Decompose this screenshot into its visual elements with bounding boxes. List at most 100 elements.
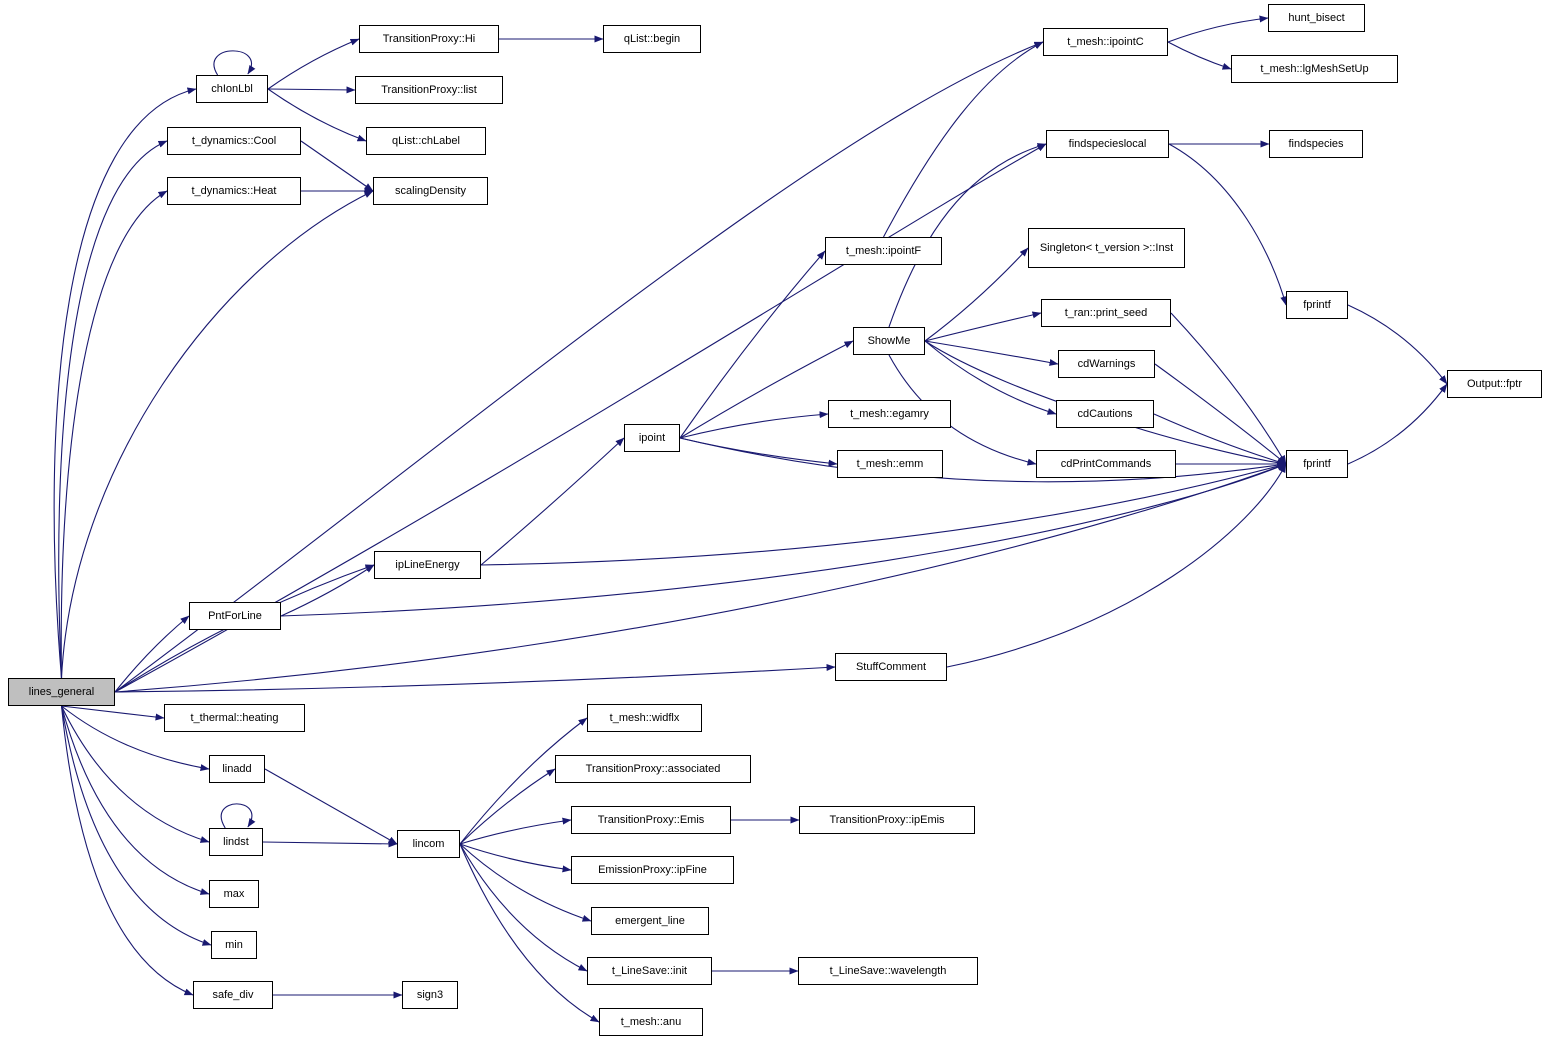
node-egamry[interactable]: t_mesh::egamry <box>828 400 951 428</box>
edge-findspecieslocal--fprintf1 <box>1168 143 1288 306</box>
node-min[interactable]: min <box>211 931 257 959</box>
edge-lincom--ep_ipfine <box>459 843 572 873</box>
edge-ipointc--hunt_bisect <box>1167 15 1269 43</box>
node-dyn_cool[interactable]: t_dynamics::Cool <box>167 127 301 155</box>
edge-chionlbl--tp_hi <box>267 38 360 90</box>
edge-fprintf1--output_fptr <box>1347 304 1448 385</box>
edge-showme--print_seed <box>924 311 1042 342</box>
edge-lines_general--max <box>60 705 210 895</box>
node-findspecieslocal[interactable]: findspecieslocal <box>1046 130 1169 158</box>
node-lgmeshsetup[interactable]: t_mesh::lgMeshSetUp <box>1231 55 1398 83</box>
node-tp_associated[interactable]: TransitionProxy::associated <box>555 755 751 783</box>
node-max[interactable]: max <box>209 880 259 908</box>
edge-lincom--anu <box>459 843 600 1023</box>
node-widflx[interactable]: t_mesh::widflx <box>587 704 702 732</box>
node-pntforline[interactable]: PntForLine <box>189 602 281 630</box>
node-linesave_init[interactable]: t_LineSave::init <box>587 957 712 985</box>
node-tp_emis[interactable]: TransitionProxy::Emis <box>571 806 731 834</box>
edge-pntforline--iplineenergy <box>280 564 375 617</box>
edge-lincom--tp_emis <box>459 817 572 845</box>
edge-group <box>53 15 1448 1023</box>
node-emergent_line[interactable]: emergent_line <box>591 907 709 935</box>
edge-lines_general--chionlbl <box>53 87 197 679</box>
node-findspecies[interactable]: findspecies <box>1269 130 1363 158</box>
edge-showme--cdcautions <box>924 340 1057 415</box>
edge-fprintf2--output_fptr <box>1347 383 1448 465</box>
node-inst[interactable]: Singleton< t_version >::Inst <box>1028 228 1185 268</box>
edge-showme--findspecieslocal <box>888 143 1047 328</box>
edge-pntforline--fprintf2 <box>280 463 1287 617</box>
edge-lincom--linesave_init <box>459 843 588 972</box>
edge-lines_general--dyn_heat <box>60 190 168 679</box>
edge-cdwarnings--fprintf2 <box>1154 363 1287 465</box>
edge-lines_general--findspecieslocal <box>114 143 1047 693</box>
node-ep_ipfine[interactable]: EmissionProxy::ipFine <box>571 856 734 884</box>
edge-ipoint--ipointf <box>679 250 826 439</box>
node-print_seed[interactable]: t_ran::print_seed <box>1041 299 1171 327</box>
node-stuffcomment[interactable]: StuffComment <box>835 653 947 681</box>
edge-ipoint--fprintf2 <box>679 437 1287 483</box>
node-dyn_heat[interactable]: t_dynamics::Heat <box>167 177 301 205</box>
node-linesave_wavelength[interactable]: t_LineSave::wavelength <box>798 957 978 985</box>
node-fprintf1[interactable]: fprintf <box>1286 291 1348 319</box>
node-showme[interactable]: ShowMe <box>853 327 925 355</box>
node-linadd[interactable]: linadd <box>209 755 265 783</box>
edge-lines_general--safe_div <box>60 705 194 996</box>
edge-showme--inst <box>924 247 1029 342</box>
node-tp_list[interactable]: TransitionProxy::list <box>355 76 503 104</box>
edge-lincom--tp_associated <box>459 768 556 845</box>
node-emm[interactable]: t_mesh::emm <box>837 450 943 478</box>
node-tp_ipemis[interactable]: TransitionProxy::ipEmis <box>799 806 975 834</box>
edge-lines_general--stuffcomment <box>114 663 836 693</box>
edge-linadd--lincom <box>264 768 398 845</box>
edge-chionlbl--tp_list <box>267 86 356 94</box>
node-output_fptr[interactable]: Output::fptr <box>1447 370 1542 398</box>
node-safe_div[interactable]: safe_div <box>193 981 273 1009</box>
node-tp_hi[interactable]: TransitionProxy::Hi <box>359 25 499 53</box>
node-cdwarnings[interactable]: cdWarnings <box>1058 350 1155 378</box>
edge-lindst--lincom <box>262 840 398 848</box>
node-heating[interactable]: t_thermal::heating <box>164 704 305 732</box>
edge-lincom--widflx <box>459 717 588 845</box>
node-ipoint[interactable]: ipoint <box>624 424 680 452</box>
edge-dyn_cool--scalingdensity <box>300 140 374 192</box>
edge-ipointc--lgmeshsetup <box>1167 41 1232 70</box>
edge-cdcautions--fprintf2 <box>1153 413 1287 465</box>
node-qlist_chlabel[interactable]: qList::chLabel <box>366 127 486 155</box>
edge-lines_general--min <box>60 705 212 946</box>
edge-iplineenergy--ipoint <box>480 437 625 566</box>
node-sign3[interactable]: sign3 <box>402 981 458 1009</box>
node-cdcautions[interactable]: cdCautions <box>1056 400 1154 428</box>
node-cdprintcommands[interactable]: cdPrintCommands <box>1036 450 1176 478</box>
node-scalingdensity[interactable]: scalingDensity <box>373 177 488 205</box>
edge-lines_general--scalingdensity <box>60 190 374 679</box>
node-iplineenergy[interactable]: ipLineEnergy <box>374 551 481 579</box>
edge-lindst--lindst <box>220 803 256 829</box>
node-ipointf[interactable]: t_mesh::ipointF <box>825 237 942 265</box>
node-lindst[interactable]: lindst <box>209 828 263 856</box>
edge-iplineenergy--fprintf2 <box>480 462 1287 566</box>
edge-lines_general--linadd <box>61 705 210 772</box>
edge-ipointf--ipointc <box>883 41 1044 238</box>
node-hunt_bisect[interactable]: hunt_bisect <box>1268 4 1365 32</box>
edge-lines_general--heating <box>61 705 165 721</box>
edge-print_seed--fprintf2 <box>1170 312 1287 465</box>
edge-lincom--emergent_line <box>459 843 592 922</box>
node-fprintf2[interactable]: fprintf <box>1286 450 1348 478</box>
edge-ipoint--egamry <box>679 411 829 439</box>
edge-lines_general--pntforline <box>114 615 190 693</box>
node-ipointc[interactable]: t_mesh::ipointC <box>1043 28 1168 56</box>
edge-chionlbl--qlist_chlabel <box>267 88 367 142</box>
edge-lines_general--lindst <box>61 705 210 843</box>
edge-lines_general--dyn_cool <box>58 140 168 679</box>
edge-chionlbl--chionlbl <box>213 50 256 76</box>
node-qlist_begin[interactable]: qList::begin <box>603 25 701 53</box>
edge-ipoint--showme <box>679 340 854 439</box>
node-chionlbl[interactable]: chIonLbl <box>196 75 268 103</box>
node-lincom[interactable]: lincom <box>397 830 460 858</box>
node-lines_general: lines_general <box>8 678 115 706</box>
node-anu[interactable]: t_mesh::anu <box>599 1008 703 1036</box>
